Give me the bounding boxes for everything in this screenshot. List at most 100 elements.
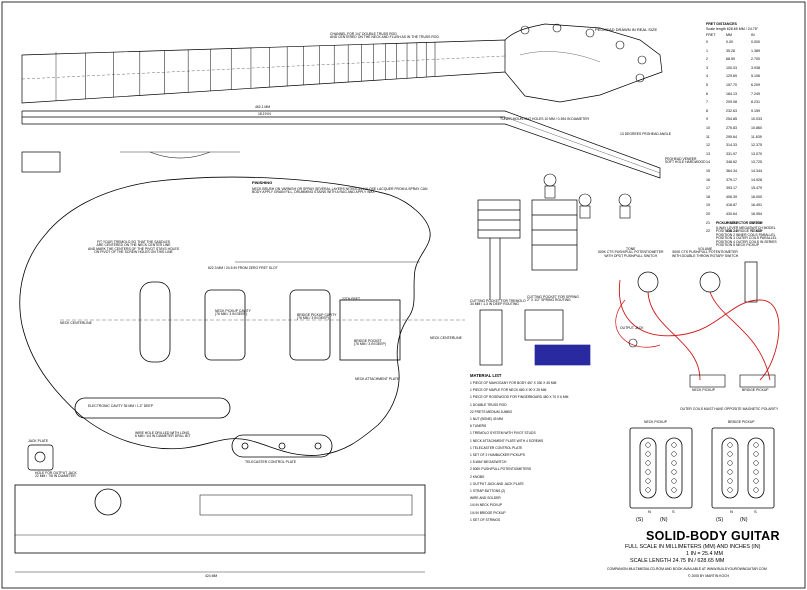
fret-table-cell: 10.860 [751,126,762,130]
peghead-angle-label: 13 DEGREES PEGHEAD ANGLE [620,132,672,136]
fret-table-cell: 5 [706,83,708,87]
fret-table-cell: 21 [706,220,710,225]
peghead-veneer-label: PEGHEAD VENEER SOFT HOLE HARDWOOD [665,157,706,165]
fret-table-cell: 17.805 [751,229,762,234]
bridge-plate [339,299,401,361]
fret-table-title: FRET DISTANCES [706,22,737,26]
fret-table-header-cell: MM [726,33,732,37]
neck-pickup-cavity-label: NECK PICKUP CAVITY (76 MM / 3 IN DEEP) [215,309,251,317]
tone-pot [637,271,659,293]
control-plate-label: TELECASTER CONTROL PLATE [245,460,297,464]
tuner-hole-label: TUNER MOUNTING HOLES 10 MM / 0.394 IN DI… [500,117,589,121]
material-list-item: 1 OUTPUT JACK AND JACK PLATE [470,481,524,486]
selector-text: 5-WAY LEVER MEGASWITCH MODEL POSITION 1 … [716,226,777,248]
fret-table-cell: 275.83 [726,126,737,130]
fret-table-cell: 20 [706,212,710,216]
bridge-pickup-title: BRIDGE PICKUP [728,420,755,424]
polarity-sub-4: (N) [740,517,748,523]
tuners-top [520,23,647,83]
fret-table-cell: 406.39 [726,194,737,199]
fret-table-cell: 16 [706,177,710,182]
fret-table-cell: 393.17 [726,186,737,191]
fret-table-cell: 22 [706,229,710,234]
tremolo-cutaway-label: CUTTING POCKET FOR TREMOLO 34 MM / 1.3 I… [470,299,526,307]
material-list-item: 1/4 IN BRIDGE PICKUP [470,510,506,515]
tuner-hole [637,55,647,65]
polarity-note: OUTER COILS MUST HAVE OPPOSITE MAGNETIC … [680,407,779,411]
fret-table-cell: 0.00 [726,40,733,44]
fret-table-cell: 295.64 [726,134,737,139]
fret-22-label: 22TH FRET [342,297,361,301]
material-list-item: 1 SET OF STRINGS [470,517,501,522]
neck-top-view [21,39,506,104]
volume-label: VOLUME 500K CTS PUSH/PULL POTENTIOMETER … [672,247,739,258]
fret-table-cell: 254.85 [726,117,737,122]
fret-table-cell: 11 [706,134,710,139]
sheet-title: SOLID-BODY GUITAR [646,529,780,543]
headstock-outline [504,23,663,103]
output-jack-label: OUTPUT JACK [620,326,644,330]
polarity-sub-3: (S) [716,517,724,523]
truss-rod-label: CHANNEL FOR 1/4" DOUBLE TRUSS ROD AND CE… [330,32,439,40]
material-list-item: 1 NUT (BONE) 43 MM [470,417,503,421]
fretboard-frets [85,42,436,99]
output-jack-hole [94,488,122,516]
body-side-view [14,484,426,573]
fret-table-cell: 157.70 [726,83,737,87]
polarity-neck-s: S [672,509,675,514]
material-list-item: 1 PIECE OF ROSEWOOD FOR FINGERBOARD 480 … [470,395,569,400]
knob-hole [278,442,286,450]
neck-pickup-wiring-label: NECK PICKUP [692,388,715,392]
selector-title: PICKUP SELECTOR SWITCH [716,221,763,225]
polarity-sub-1: (S) [636,517,644,523]
fret-table-cell: 4 [706,74,708,79]
fret-table-cell: 314.33 [726,143,737,148]
material-list-item: 2 KNOBS [470,474,485,479]
neck-pickup-cavity [204,289,246,361]
neck-outline [21,39,506,104]
body-outline [19,176,431,456]
pole-piece [727,460,733,466]
fret-table-cell: 35.28 [726,48,735,53]
finishing-text: NECK BRUSH ON VARNISH OR SPRAY SEVERAL L… [252,187,428,195]
fret-table-cell: 0 [706,40,708,44]
tremolo-system [477,199,591,366]
wire-hole-label: WIRE HOLE DRILLED WITH LONG 6 MM / 1/4 I… [135,431,191,439]
output-jack-icon [628,338,638,348]
fret-table-cell: 331.97 [726,151,737,156]
tremolo-note: FIT YOUR TREMOLO SO THAT THE SADDLES ARE… [88,240,180,255]
neck-pickup-ring [139,281,171,363]
fret-table-cell: 8 [706,108,708,113]
fret-table-cell: 184.13 [726,91,737,96]
tremolo-top [531,199,578,271]
tuner-hole [520,25,530,35]
pole-piece [645,478,651,484]
material-list-item: 6 TUNERS [470,424,487,429]
neck-pickup-title: NECK PICKUP [644,420,667,424]
fret-table-cell: 9.159 [751,108,760,113]
fret-table-cell: 232.63 [726,108,737,113]
polarity-bridge-n: N [730,509,733,514]
pole-piece [671,469,677,475]
fret-table-cell: 17 [706,186,710,191]
headstock [504,23,663,103]
sheet-conversion: 1 IN = 25.4 MM [686,551,724,557]
fret-table-cell: 3 [706,65,708,70]
headstock-label: PEGHEAD DRAWN IN REAL SIZE [595,27,658,32]
material-list-item: 1 PIECE OF MAPLE FOR NECK 680 X 90 X 25 … [470,388,547,393]
fret-table-cell: 379.17 [726,177,737,182]
fret-table-subtitle: Scale length 628.65 MM / 24.75" [706,27,759,31]
neck-centerline-right: NECK CENTERLINE [430,336,462,340]
fret-table-header-cell: FRET [706,33,716,37]
pole-piece [727,487,733,493]
jack-plate-label: JACK PLATE [28,439,49,443]
pole-piece [753,451,759,457]
pole-piece [727,469,733,475]
control-plate [231,434,333,458]
fret-table-cell: 14.344 [751,169,762,173]
material-list-title: MATERIAL LIST [470,373,502,378]
electronic-cavity-label: ELECTRONIC CAVITY 35 MM / 1.3" DEEP [88,404,153,408]
bridge-pocket-label: BRIDGE POCKET (76 MM / 3 IN DEEP) [354,339,386,347]
fret-table-cell: 5.106 [751,74,760,79]
